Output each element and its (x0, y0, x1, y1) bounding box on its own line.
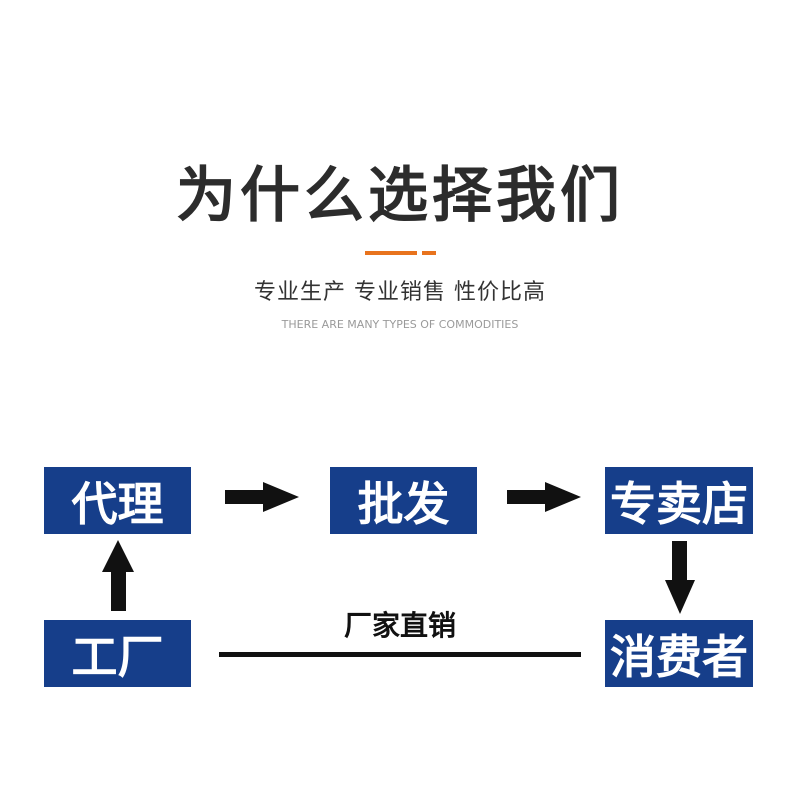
direct-sales-line (219, 652, 581, 657)
node-consumer: 消费者 (605, 620, 753, 687)
node-store-label: 专卖店 (610, 476, 748, 531)
page-subtitle: 专业生产 专业销售 性价比高 (254, 280, 546, 305)
node-factory: 工厂 (44, 620, 191, 687)
arrow-right-icon (225, 482, 299, 512)
page-title: 为什么选择我们 (176, 161, 624, 231)
title-accent-bar (365, 251, 417, 255)
node-wholesale: 批发 (330, 467, 477, 534)
page-subtitle-english: THERE ARE MANY TYPES OF COMMODITIES (281, 318, 519, 331)
node-factory-label: 工厂 (71, 629, 164, 684)
node-agent-label: 代理 (71, 476, 164, 531)
node-store: 专卖店 (605, 467, 753, 534)
node-consumer-label: 消费者 (610, 629, 748, 684)
arrow-down-icon (665, 541, 695, 614)
arrow-up-icon (102, 540, 134, 611)
title-accent-bar-short (422, 251, 436, 255)
direct-sales-label: 厂家直销 (343, 609, 456, 642)
node-agent: 代理 (44, 467, 191, 534)
node-wholesale-label: 批发 (357, 476, 450, 531)
arrow-right-icon (507, 482, 581, 512)
